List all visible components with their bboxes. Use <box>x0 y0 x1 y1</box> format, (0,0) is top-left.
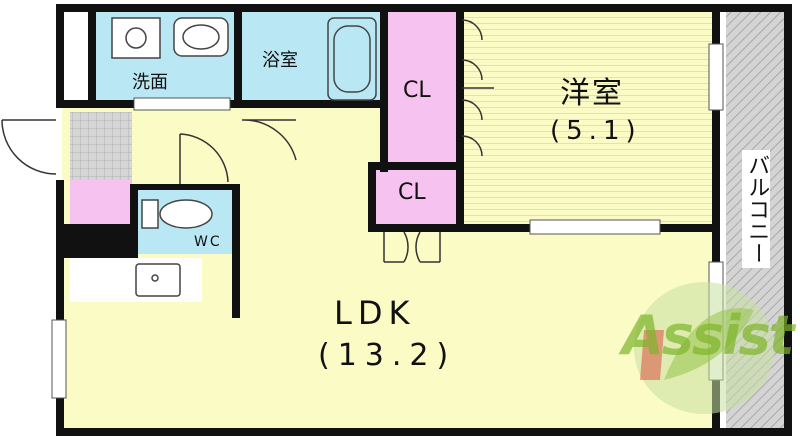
closet-upper-floor <box>386 12 462 164</box>
entrance-tile <box>70 112 132 180</box>
bathroom-label: 浴室 <box>262 50 298 71</box>
kitchen-sink <box>135 263 181 297</box>
washbasin <box>111 17 229 59</box>
ldk-size: (13.2) <box>318 338 457 373</box>
balcony-label: バルコニー <box>742 150 771 268</box>
shoe-cabinet <box>70 180 134 224</box>
western-room-floor <box>462 12 714 224</box>
toilet-fixture <box>141 199 213 229</box>
closet-lower-label: CL <box>398 180 426 205</box>
bathtub <box>327 17 377 101</box>
toilet-label: WC <box>194 234 222 250</box>
closet-lower-floor <box>372 168 460 224</box>
corridor-floor <box>132 112 242 188</box>
western-room-name: 洋室 <box>560 76 624 111</box>
ldk-name: LDK <box>334 294 416 332</box>
western-room-size: (5.1) <box>550 116 642 146</box>
doors <box>1 19 494 263</box>
closet-upper-label: CL <box>403 78 431 103</box>
washroom-label: 洗面 <box>132 72 168 93</box>
